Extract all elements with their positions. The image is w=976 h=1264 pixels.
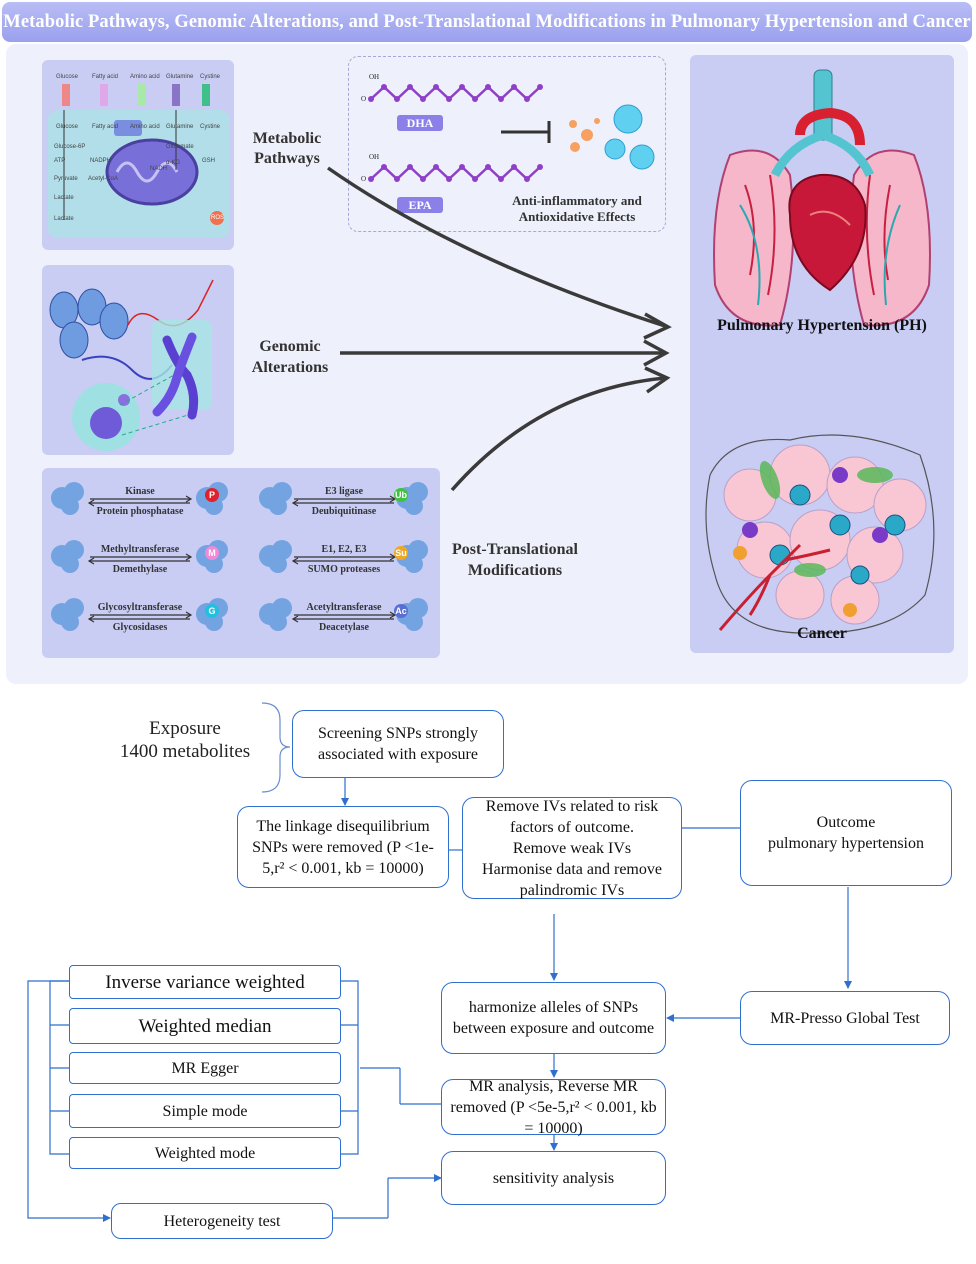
remove-ivs-line3: Harmonise data and remove palindromic IV… — [482, 860, 662, 899]
remove-ivs-line1: Remove IVs related to risk factors of ou… — [485, 797, 659, 836]
sensitivity-box: sensitivity analysis — [441, 1151, 666, 1205]
screening-box: Screening SNPs strongly associated with … — [292, 710, 504, 778]
mini-label: Glucose — [56, 124, 79, 130]
mini-label: Glutamine — [166, 74, 194, 80]
mrpresso-box: MR-Presso Global Test — [740, 991, 950, 1045]
mini-label: Cystine — [200, 74, 221, 80]
ptm-reverse-deacetylase: Deacetylase — [319, 622, 369, 633]
mini-label: Amino acid — [130, 124, 160, 130]
mini-label: Glutamate — [166, 144, 194, 150]
outcome-line2: pulmonary hypertension — [768, 835, 924, 852]
fatty-acid-illustration — [368, 84, 655, 213]
effects-label-line2: Antioxidative Effects — [518, 209, 636, 224]
mini-label: Fatty acid — [92, 124, 119, 130]
metabolic-map-illustration — [48, 84, 230, 238]
methyl-badge: M — [205, 546, 219, 560]
flow-connectors — [27, 702, 852, 1222]
ptm-forward-acetyltransferase: Acetyltransferase — [306, 602, 382, 613]
method-mr-egger: MR Egger — [69, 1052, 341, 1084]
mini-label: GSH — [202, 158, 216, 164]
mini-label: Glucose — [56, 74, 79, 80]
mini-label: Glucose-6P — [54, 144, 86, 150]
glyco-badge: G — [205, 604, 219, 618]
ptm-forward-e3-ligase: E3 ligase — [324, 486, 364, 497]
ph-label: Pulmonary Hypertension (PH) — [717, 317, 927, 334]
lungs-heart-illustration — [705, 69, 935, 634]
exposure-label-2: 1400 metabolites — [119, 741, 251, 762]
metabolic-arrow — [326, 166, 666, 328]
metabolic-pathways-panel: Glucose Fatty acid Amino acid Glutamine … — [42, 60, 234, 250]
epa-oh-label: OH — [369, 153, 380, 161]
acetyl-badge: Ac — [394, 604, 408, 618]
ptm-illustration — [51, 482, 428, 631]
ptm-forward-kinase: Kinase — [125, 486, 155, 497]
ptm-label-2: Modifications — [467, 562, 563, 579]
ptm-reverse-deubiquitinase: Deubiquitinase — [311, 506, 377, 517]
exposure-label-1: Exposure — [149, 718, 221, 739]
mini-label: Cystine — [200, 124, 221, 130]
effects-label-line1: Anti-inflammatory and — [512, 193, 642, 208]
metabolic-pathways-label-1: Metabolic — [252, 130, 322, 147]
mini-label: Amino acid — [130, 74, 160, 80]
mini-label: Lactate — [54, 216, 74, 222]
ptm-reverse-sumo-proteases: SUMO proteases — [307, 564, 381, 575]
epa-label: EPA — [408, 198, 432, 212]
ptm-forward-glycosyltransferase: Glycosyltransferase — [97, 602, 183, 613]
sumo-badge: Su — [394, 546, 408, 560]
ptm-reverse-demethylase: Demethylase — [112, 564, 168, 575]
metabolic-pathways-label-2: Pathways — [254, 150, 320, 167]
method-simple-mode: Simple mode — [69, 1094, 341, 1128]
dha-oh-label: OH — [369, 73, 380, 81]
linkage-box: The linkage disequilibrium SNPs were rem… — [237, 806, 449, 888]
mini-label: Pyruvate — [54, 176, 78, 182]
heterogeneity-box: Heterogeneity test — [111, 1203, 333, 1239]
remove-ivs-box: Remove IVs related to risk factors of ou… — [462, 797, 682, 899]
mini-label: NADPH — [90, 158, 112, 164]
remove-ivs-line2: Remove weak IVs — [512, 839, 632, 857]
mini-label: Acetyl-CoA — [88, 176, 119, 182]
outcome-line1: Outcome — [816, 814, 876, 831]
ptm-arrow — [450, 376, 666, 492]
method-ivw: Inverse variance weighted — [69, 965, 341, 999]
outcome-box: Outcome pulmonary hypertension — [740, 780, 952, 886]
ros-label: ROS — [211, 215, 225, 221]
ptm-reverse-glycosidases: Glycosidases — [112, 622, 168, 633]
mini-label: Lactate — [54, 195, 74, 201]
mr-analysis-box: MR analysis, Reverse MR removed (P <5e-5… — [441, 1078, 666, 1137]
genomic-alterations-label-2: Alterations — [251, 359, 329, 376]
ptm-reverse-phosphatase: Protein phosphatase — [96, 506, 184, 517]
genome-illustration — [49, 279, 214, 451]
mini-label: NADH — [150, 166, 168, 172]
top-arrows — [326, 166, 672, 492]
ubiquitin-badge: Ub — [394, 488, 408, 502]
genomic-alterations-label-1: Genomic — [259, 338, 321, 355]
method-weighted-median: Weighted median — [69, 1008, 341, 1044]
ptm-label-1: Post-Translational — [452, 541, 578, 558]
harmonize-box: harmonize alleles of SNPs between exposu… — [441, 982, 666, 1054]
ptm-forward-e1-e2-e3: E1, E2, E3 — [321, 544, 367, 555]
fatty-acid-box: OH O OH O DHA EPA Anti-inflammatory and … — [348, 56, 666, 232]
epa-o-label: O — [361, 175, 367, 183]
method-weighted-mode: Weighted mode — [69, 1137, 341, 1169]
ptm-panel: Kinase Protein phosphatase P E3 ligase D… — [42, 468, 440, 658]
mini-label: Glutamine — [166, 124, 194, 130]
figure-title: Metabolic Pathways, Genomic Alterations,… — [2, 2, 972, 42]
dha-o-label: O — [361, 95, 367, 103]
ptm-forward-methyltransferase: Methyltransferase — [100, 544, 180, 555]
phosphorylation-badge: P — [205, 488, 219, 502]
mini-label: ATP — [54, 158, 66, 164]
disease-panel: Pulmonary Hypertension (PH) Cancer — [690, 55, 954, 653]
mini-label: Fatty acid — [92, 74, 119, 80]
mini-label: α-KG — [166, 160, 181, 166]
dha-label: DHA — [406, 116, 434, 130]
cancer-label: Cancer — [797, 625, 847, 642]
genomic-alterations-panel — [42, 265, 234, 455]
